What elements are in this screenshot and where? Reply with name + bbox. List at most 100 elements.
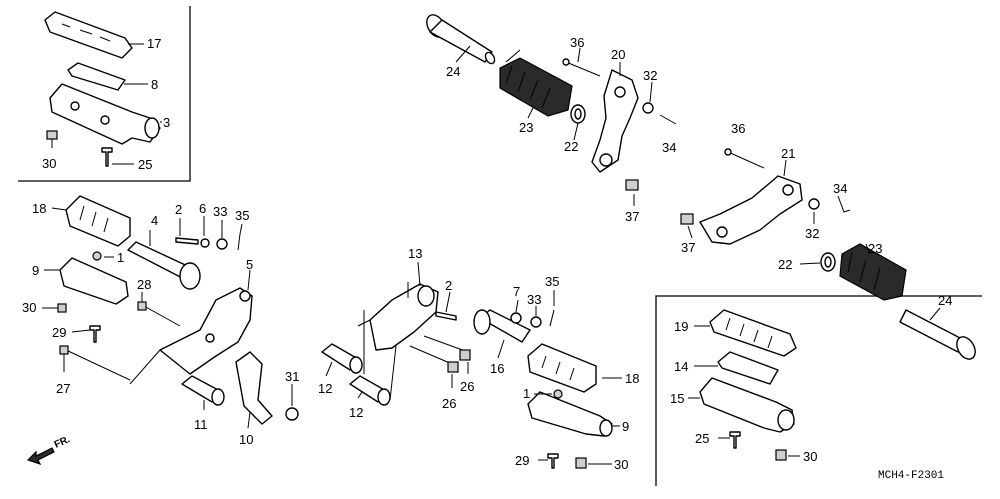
callout-14: 14 [674,359,688,374]
callout-20: 20 [611,47,625,62]
part-25-screw-inset-b[interactable] [729,431,741,449]
part-22-collar-b[interactable] [820,252,836,272]
part-1-pin-center[interactable] [553,389,563,399]
inset-frame-top-left [18,6,191,182]
part-13-center-bracket[interactable] [369,283,439,351]
part-19-peg-rubber-inset[interactable] [709,309,797,357]
part-24-pivot-shaft[interactable] [423,12,496,66]
callout-13: 13 [408,246,422,261]
part-10-plate[interactable] [235,351,273,425]
part-23-grip-rubber[interactable] [499,57,573,117]
callout-36: 36 [731,121,745,136]
drawing-code: MCH4-F2301 [878,470,944,482]
callout-25: 25 [695,431,709,446]
callout-4: 4 [151,213,158,228]
callout-22: 22 [564,139,578,154]
part-2-bolt-left[interactable] [175,237,199,245]
callout-18: 18 [625,371,639,386]
part-6-spring-washer[interactable] [200,238,210,248]
callout-26: 26 [460,379,474,394]
part-14-peg-insert-inset[interactable] [717,351,779,385]
callout-12: 12 [318,381,332,396]
callout-16: 16 [490,361,504,376]
front-direction-arrow: FR. [26,434,72,466]
callout-35: 35 [235,208,249,223]
callout-31: 31 [285,369,299,384]
part-37-bolt-b[interactable] [680,213,694,225]
callout-23: 23 [519,120,533,135]
callout-21: 21 [781,146,795,161]
callout-9: 9 [622,419,629,434]
part-26-bolt-a[interactable] [423,335,471,361]
part-9-peg-holder-left[interactable] [59,257,129,305]
part-26-bolt-b[interactable] [409,345,459,373]
part-30-bolt-inset-b[interactable] [775,449,787,461]
part-8-peg-insert[interactable] [67,62,126,91]
callout-8: 8 [151,77,158,92]
part-15-peg-body-inset[interactable] [699,377,795,433]
part-32-nut-a[interactable] [642,102,654,114]
part-20-right-bracket[interactable] [591,69,639,173]
callout-12: 12 [349,405,363,420]
part-18-peg-rubber-left[interactable] [65,195,131,247]
part-29-screw-center[interactable] [547,453,559,469]
callout-labels: 17 8 3 30 25 24 23 22 36 20 32 34 37 36 … [22,35,952,472]
part-33-nut-center[interactable] [530,316,542,328]
callout-23: 23 [868,241,882,256]
part-24-pivot-shaft-b[interactable] [899,309,979,362]
part-18-peg-rubber-center[interactable] [527,343,597,393]
part-7-washer[interactable] [510,312,522,324]
part-35-cotter-left[interactable] [237,233,241,251]
part-30-bolt-inset-a[interactable] [46,130,58,148]
part-33-nut-left[interactable] [216,238,228,250]
part-11-collar[interactable] [181,375,225,406]
part-4-peg-shaft[interactable] [127,241,201,290]
callout-17: 17 [147,36,161,51]
part-36-bolt-a[interactable] [562,58,601,77]
part-5-rider-bracket[interactable] [159,287,253,375]
part-21-left-bracket[interactable] [699,175,803,245]
callout-34: 34 [662,140,676,155]
part-17-peg-rubber[interactable] [44,11,133,59]
part-35-cotter-center[interactable] [549,309,555,327]
part-9-peg-holder-center[interactable] [527,391,613,437]
callout-37: 37 [625,209,639,224]
callout-24: 24 [446,64,460,79]
callout-32: 32 [643,68,657,83]
callout-30: 30 [803,449,817,464]
part-30-bolt-center[interactable] [575,457,587,469]
part-30-bolt-left[interactable] [57,303,67,313]
callout-19: 19 [674,319,688,334]
callout-30: 30 [42,156,56,171]
part-37-bolt-a[interactable] [625,179,639,191]
callout-26: 26 [442,396,456,411]
callout-22: 22 [778,257,792,272]
part-27-long-bolt[interactable] [59,345,131,381]
part-34-cotter-pin-a[interactable] [659,114,677,125]
callout-7: 7 [513,284,520,299]
part-1-pin-left[interactable] [92,251,102,261]
inset-frame-bottom-right [655,295,982,486]
part-29-screw-left[interactable] [89,325,101,343]
part-25-screw-inset-a[interactable] [101,147,113,167]
callout-30: 30 [614,457,628,472]
callout-3: 3 [163,115,170,130]
part-16-peg-shaft-center[interactable] [473,309,531,343]
part-3-peg-body[interactable] [49,83,161,145]
part-23-grip-rubber-b[interactable] [839,243,907,301]
part-2-bolt-center[interactable] [435,311,457,321]
callout-11: 11 [194,417,208,432]
part-28-bolt[interactable] [137,301,181,327]
part-36-bolt-b[interactable] [724,148,765,169]
part-31-nut[interactable] [285,407,299,421]
part-32-nut-b[interactable] [808,198,820,210]
callout-18: 18 [32,201,46,216]
part-12-collar-b[interactable] [349,375,391,406]
callout-15: 15 [670,391,684,406]
callout-30: 30 [22,300,36,315]
part-22-collar-a[interactable] [570,104,586,124]
callout-24: 24 [938,293,952,308]
part-34-cotter-pin-b[interactable] [837,195,851,213]
callout-37: 37 [681,240,695,255]
part-12-collar-a[interactable] [321,343,363,374]
